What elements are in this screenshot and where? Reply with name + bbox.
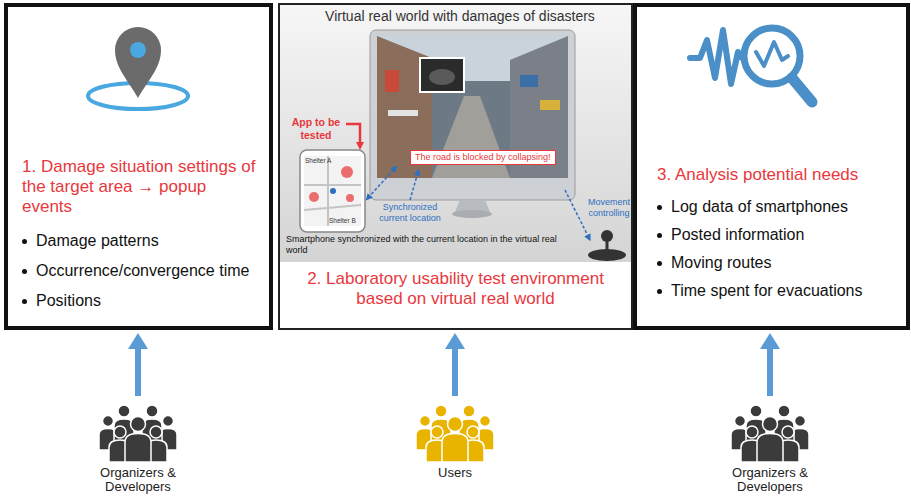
pin-icon [88,27,188,109]
bullet-dot [657,205,662,210]
person-head [782,426,794,438]
role-label: Organizers & Developers [710,466,830,494]
bullet-dot [657,289,662,294]
callout-label: Movement controlling [586,197,632,219]
person-body [125,434,151,463]
stage-panel: 1. Damage situation settings of the targ… [4,3,273,330]
person-head [420,416,431,427]
popup-event-box: The road is blocked by collapsing! [410,150,556,165]
bullet-item: Log data of smartphones [657,197,896,217]
bullet-item: Occurrence/convergence time [22,261,259,281]
popup-text: The road is blocked by collapsing! [415,152,551,163]
person-head [463,405,475,417]
flow-arrow [760,333,780,396]
person-head [735,416,746,427]
pointer-arrow [346,124,360,146]
bullet-dot [657,233,662,238]
map-label: Shelter A [305,157,345,165]
bullet-item: Time spent for evacuations [657,281,896,301]
arrow-shaft [767,348,773,396]
illustration-title: Virtual real world with damages of disas… [300,8,620,25]
bullet-dot [657,261,662,266]
people-group: Organizers & Developers [710,398,830,494]
person-head [778,405,790,417]
bullet-item: Posted information [657,225,896,245]
bullet-item: Damage patterns [22,231,259,251]
person-head [467,426,479,438]
sync-arrow [368,168,395,198]
caption-note: Smartphone synchronized with the current… [286,234,578,256]
sync-arrow [410,172,418,200]
person-head [103,416,114,427]
stage-panel: 2. Laboratory usability test environment… [278,3,633,330]
person-head [163,416,174,427]
bullet-dot [22,239,27,244]
person-body [442,434,468,463]
backdrop [280,5,631,262]
role-label: Users [395,466,515,480]
people-group: Organizers & Developers [78,398,198,494]
person-head [114,426,126,438]
flow-arrow [128,333,148,396]
stage-panel: 3. Analysis potential needsLog data of s… [633,3,910,330]
person-figure [442,417,468,463]
bullet-item: Moving routes [657,253,896,273]
person-body [757,434,783,463]
person-head [480,416,491,427]
person-head [150,426,162,438]
callout-label: Synchronized current location [374,202,446,224]
stage-heading: 1. Damage situation settings of the targ… [22,157,259,217]
joystick [588,230,626,261]
person-figure [125,417,151,463]
arrow-shaft [452,348,458,396]
arrow-head [445,333,465,349]
person-head [146,405,158,417]
person-head [118,405,130,417]
callout-label: App to be tested [288,116,344,142]
person-head [763,417,778,432]
person-head [795,416,806,427]
person-head [435,405,447,417]
person-figure [757,417,783,463]
analysis-icon [690,28,812,102]
map-label: Shelter B [329,217,361,225]
bullet-item: Positions [22,291,259,311]
person-head [448,417,463,432]
bullet-dot [22,269,27,274]
monitor [370,30,575,218]
control-arrow [565,190,589,238]
person-head [746,426,758,438]
person-head [131,417,146,432]
person-head [431,426,443,438]
arrow-shaft [135,348,141,396]
stage-heading: 3. Analysis potential needs [657,165,896,185]
role-label: Organizers & Developers [78,466,198,494]
smartphone [300,150,365,232]
bullet-dot [22,299,27,304]
stage-heading: 2. Laboratory usability test environment… [290,269,621,309]
arrow-head [128,333,148,349]
people-group: Users [395,398,515,480]
arrow-head [760,333,780,349]
person-head [750,405,762,417]
flow-arrow [445,333,465,396]
